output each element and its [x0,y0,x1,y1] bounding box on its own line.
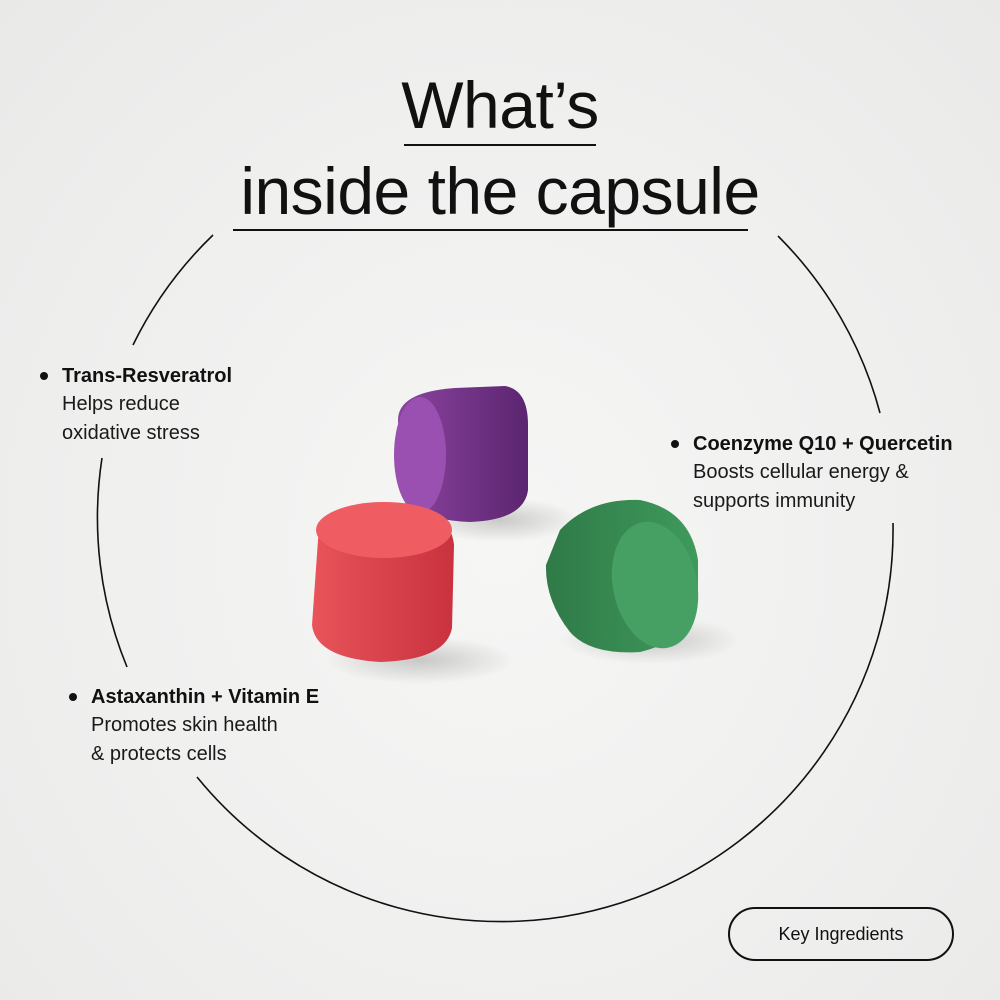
bullet-icon [40,372,48,380]
ingredient-description-line-2: & protects cells [91,743,227,765]
ingredient-description-line-1: Helps reduce [62,393,180,415]
page-title-line-2: inside the capsule [240,154,760,228]
green-capsule [545,499,699,653]
bullet-icon [69,693,77,701]
page-title-line-1: What’s [401,68,599,142]
bullet-icon [671,440,679,448]
title-underline-2 [233,229,748,231]
ingredient-description-line-2: oxidative stress [62,422,200,444]
title-underline-1 [404,144,596,146]
ingredient-description-line-1: Boosts cellular energy & [693,461,909,483]
ingredient-name: Astaxanthin + Vitamin E [91,686,320,708]
ingredient-coenzyme-q10-quercetin: Coenzyme Q10 + Quercetin Boosts cellular… [671,430,953,516]
ingredient-trans-resveratrol: Trans-Resveratrol Helps reduce oxidative… [40,362,233,448]
ingredient-name: Coenzyme Q10 + Quercetin [693,433,953,455]
ingredient-astaxanthin-vitamin-e: Astaxanthin + Vitamin E Promotes skin he… [69,683,320,769]
purple-capsule [394,386,528,522]
ingredient-description-line-2: supports immunity [693,490,856,512]
ingredient-name: Trans-Resveratrol [62,365,233,387]
key-ingredients-button[interactable]: Key Ingredients [728,907,954,961]
red-capsule [312,502,454,662]
ingredient-description-line-1: Promotes skin health [91,714,278,736]
key-ingredients-button-label: Key Ingredients [778,923,904,944]
